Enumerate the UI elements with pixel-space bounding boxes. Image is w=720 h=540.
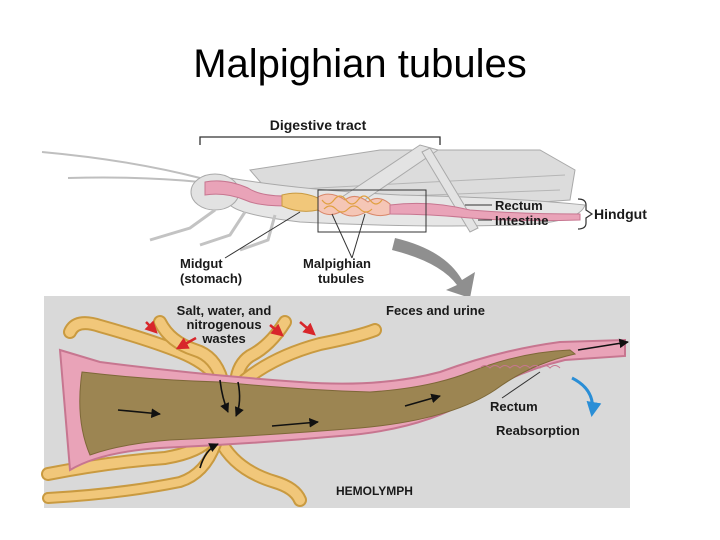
gut-contents	[79, 349, 577, 456]
label-intestine: Intestine	[495, 213, 548, 228]
label-malpighian-line1: Malpighian	[303, 256, 371, 271]
label-reabsorption: Reabsorption	[496, 423, 580, 438]
label-rectum-top: Rectum	[495, 198, 543, 213]
red-arrows	[144, 320, 316, 350]
label-midgut-line2: (stomach)	[180, 271, 242, 286]
label-hemolymph: HEMOLYMPH	[336, 484, 413, 498]
flow-arrows	[117, 338, 629, 469]
label-salt-line2: nitrogenous	[186, 317, 261, 332]
label-midgut-line1: Midgut	[180, 256, 223, 271]
digestive-tract-bracket	[199, 136, 441, 145]
label-digestive-tract: Digestive tract	[270, 117, 367, 133]
label-feces-urine: Feces and urine	[386, 303, 485, 318]
zoom-arrow	[392, 238, 475, 298]
hindgut-brace	[577, 198, 594, 230]
reabsorption-arrow	[571, 376, 602, 417]
label-salt-line3: wastes	[201, 331, 245, 346]
label-malpighian-line2: tubules	[318, 271, 364, 286]
label-hindgut: Hindgut	[594, 206, 647, 222]
label-rectum-bottom: Rectum	[490, 399, 538, 414]
zoom-box	[317, 189, 427, 233]
label-salt-line1: Salt, water, and	[177, 303, 272, 318]
slide-title: Malpighian tubules	[193, 42, 527, 86]
